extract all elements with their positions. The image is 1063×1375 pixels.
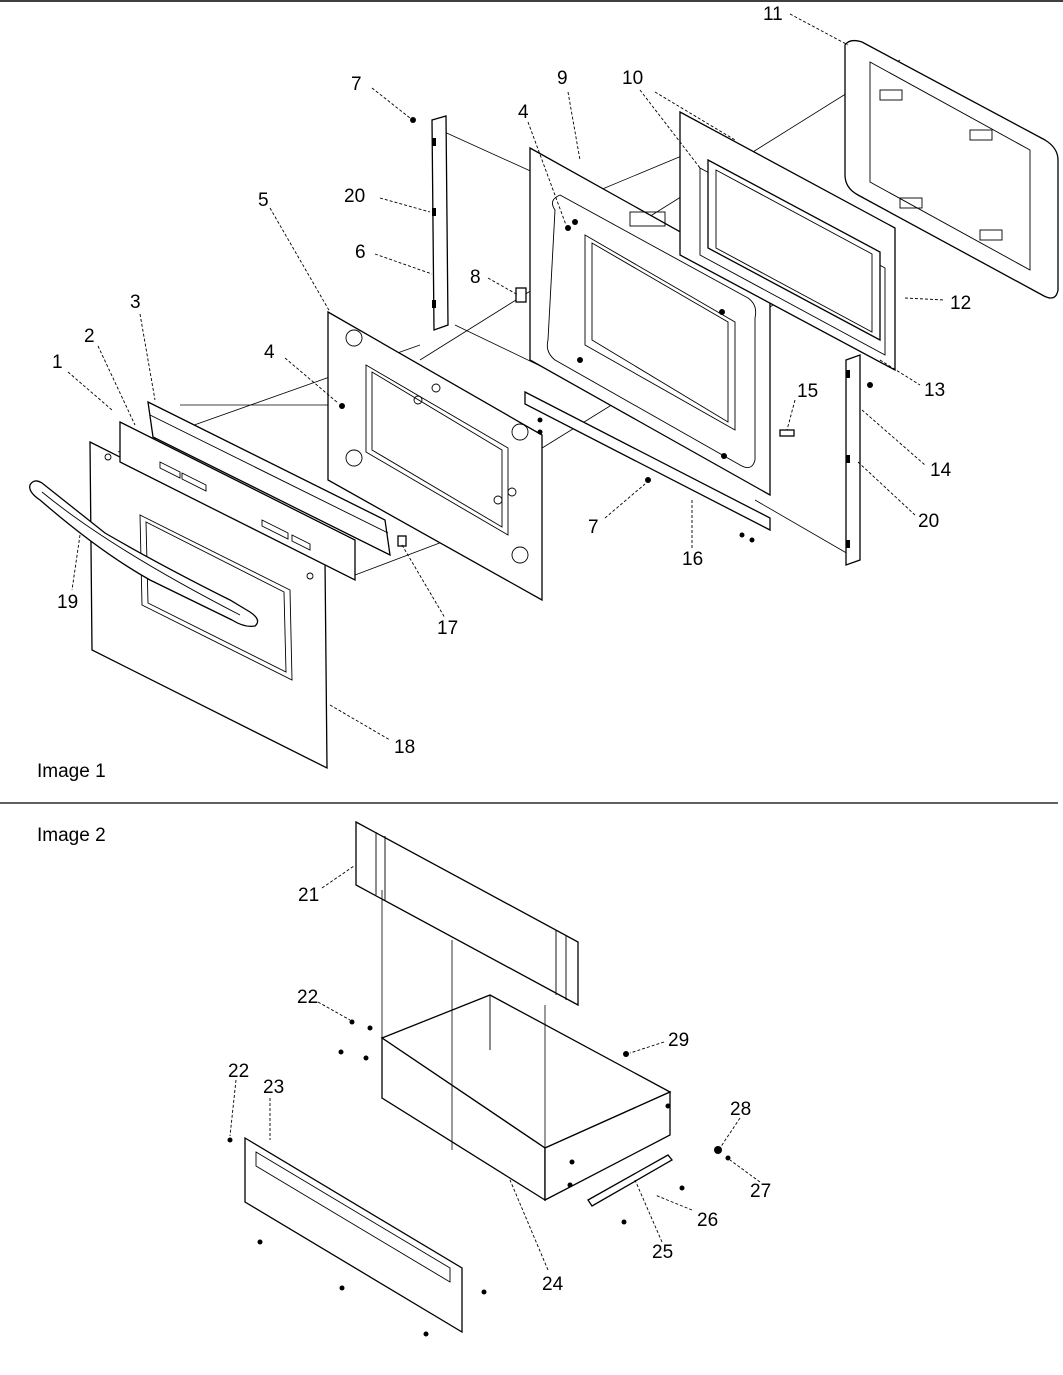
callout-1: 1 [52, 352, 63, 373]
callout-25: 25 [652, 1242, 673, 1263]
callout-16: 16 [682, 549, 703, 570]
callout-15: 15 [797, 381, 818, 402]
inner-panel [327, 310, 543, 602]
hardware-fasteners [339, 117, 873, 547]
callout-29: 29 [668, 1030, 689, 1051]
image1-caption: Image 1 [37, 761, 106, 782]
callout-11: 11 [763, 4, 783, 25]
callout-24: 24 [542, 1274, 564, 1295]
callout-22: 22 [228, 1061, 249, 1082]
drawer-slide-rail [587, 1154, 673, 1207]
callout-19: 19 [57, 592, 78, 613]
bottom-channel [524, 390, 771, 532]
image2-drawer-assembly: 21 22 22 23 24 25 26 27 28 29 Image 2 [37, 820, 771, 1337]
image2-leaders [229, 865, 761, 1271]
image2-callouts: 21 22 22 23 24 25 26 27 28 29 [228, 885, 771, 1295]
image1-door-assembly: 1 2 3 4 5 6 7 20 4 8 9 10 11 12 13 14 15… [29, 4, 1059, 782]
callout-4: 4 [264, 342, 275, 363]
callout-10: 10 [622, 68, 643, 89]
callout-3: 3 [130, 292, 141, 313]
door-frame [844, 39, 1059, 299]
right-hinge-channel [845, 354, 861, 566]
drawer-front [244, 1136, 463, 1334]
top-channel-bracket [147, 400, 391, 557]
callout-17: 17 [437, 618, 458, 639]
callout-20: 20 [344, 186, 365, 207]
callout-8: 8 [470, 267, 481, 288]
door-handle [29, 480, 259, 628]
callout-27: 27 [750, 1181, 771, 1202]
callout-23: 23 [263, 1077, 284, 1098]
callout-13: 13 [924, 380, 945, 401]
callout-5: 5 [258, 190, 269, 211]
drawer-fasteners [227, 1019, 731, 1337]
drawer-body [380, 890, 672, 1202]
image2-caption: Image 2 [37, 825, 106, 846]
callout-2: 2 [84, 326, 95, 347]
callout-4: 4 [518, 102, 529, 123]
callout-21: 21 [298, 885, 319, 906]
callout-7: 7 [588, 517, 599, 538]
callout-28: 28 [730, 1099, 751, 1120]
callout-9: 9 [557, 68, 568, 89]
glass-panes [679, 110, 896, 372]
callout-18: 18 [394, 737, 415, 758]
callout-7: 7 [351, 74, 362, 95]
left-hinge-channel [431, 115, 449, 331]
callout-14: 14 [930, 460, 952, 481]
image1-leaders [67, 13, 946, 741]
drawer-back-panel [355, 820, 579, 1007]
callout-26: 26 [697, 1210, 718, 1231]
callout-12: 12 [950, 293, 971, 314]
callout-22: 22 [297, 987, 318, 1008]
callout-6: 6 [355, 242, 366, 263]
callout-20: 20 [918, 511, 939, 532]
image1-callouts: 1 2 3 4 5 6 7 20 4 8 9 10 11 12 13 14 15… [52, 4, 971, 758]
door-trim-strip [119, 420, 356, 582]
